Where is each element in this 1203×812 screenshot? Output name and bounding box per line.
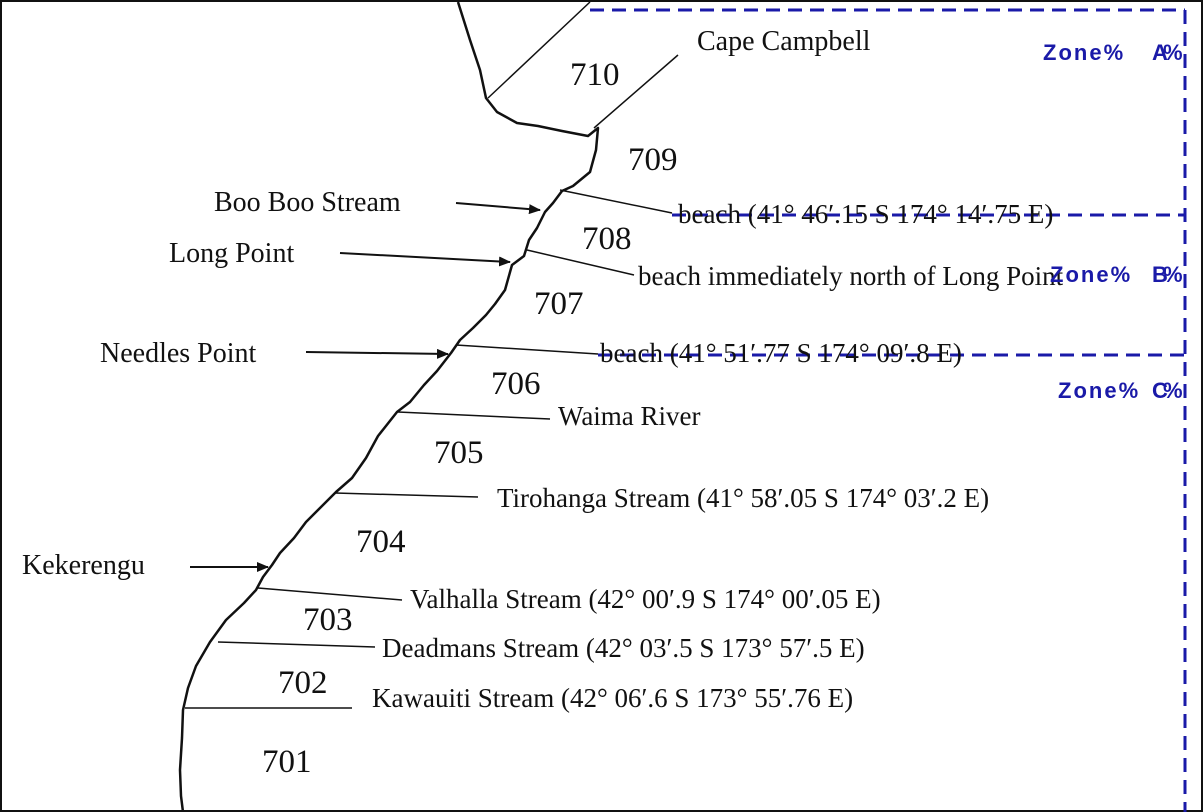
- zone-b-pct: %: [1111, 262, 1133, 287]
- boundary-line-703: [217, 641, 376, 648]
- area-704: 704: [356, 524, 406, 560]
- arrow-icon: [305, 348, 449, 359]
- zone-b-pct-right: %: [1163, 262, 1183, 287]
- zone-b-letter: B: [1152, 262, 1168, 287]
- boundary-line-705: [334, 492, 479, 498]
- label-boundary-706: Waima River: [558, 401, 701, 431]
- boundary-lines: [185, 1, 679, 709]
- label-long-point: Long Point: [169, 238, 294, 269]
- label-needles-point: Needles Point: [100, 338, 257, 369]
- zone-c-letter: C: [1152, 378, 1168, 403]
- label-boundary-703: Deadmans Stream (42° 03′.5 S 173° 57′.5 …: [382, 633, 865, 663]
- label-boundary-702: Kawauiti Stream (42° 06′.6 S 173° 55′.76…: [372, 683, 853, 713]
- area-701: 701: [262, 744, 312, 780]
- zone-c-pct-right: %: [1163, 378, 1183, 403]
- label-cape-campbell: Cape Campbell: [697, 26, 871, 57]
- boundary-line-706: [397, 411, 551, 420]
- area-708: 708: [582, 221, 632, 257]
- boundary-line-707: [455, 344, 599, 355]
- area-709: 709: [628, 142, 678, 178]
- area-707: 707: [534, 286, 584, 322]
- boundary-line-709-cape: [593, 54, 679, 129]
- boundary-line-704: [257, 587, 403, 601]
- zone-c-word: Zone: [1058, 378, 1119, 403]
- zone-a-label: Zone%: [1043, 40, 1125, 65]
- zone-lines: [590, 8, 1187, 812]
- zone-b-word: Zone: [1050, 262, 1111, 287]
- zone-c-label: Zone%: [1058, 378, 1140, 403]
- zone-c-pct: %: [1119, 378, 1141, 403]
- coastline: [178, 1, 600, 812]
- arrow-icon: [455, 202, 541, 215]
- pointer-arrows: [190, 202, 541, 572]
- boundary-line-709: [559, 189, 673, 214]
- area-710: 710: [570, 57, 620, 93]
- arrow-icon: [339, 252, 511, 267]
- label-boundary-707: beach (41° 51′.77 S 174° 09′.8 E): [600, 338, 962, 368]
- boundary-line-710: [487, 1, 591, 99]
- label-boundary-708: beach immediately north of Long Point: [638, 261, 1064, 291]
- zone-a-pct-right: %: [1163, 40, 1183, 65]
- label-boundary-709: beach (41° 46′.15 S 174° 14′.75 E): [678, 199, 1053, 229]
- area-706: 706: [491, 366, 541, 402]
- label-boundary-705: Tirohanga Stream (41° 58′.05 S 174° 03′.…: [497, 483, 989, 513]
- area-702: 702: [278, 665, 328, 701]
- zone-a-letter: A: [1152, 40, 1168, 65]
- area-705: 705: [434, 435, 484, 471]
- label-boundary-704: Valhalla Stream (42° 00′.9 S 174° 00′.05…: [410, 584, 881, 614]
- zone-b-label: Zone%: [1050, 262, 1132, 287]
- area-703: 703: [303, 602, 353, 638]
- zone-a-pct: %: [1104, 40, 1126, 65]
- label-kekerengu: Kekerengu: [22, 550, 145, 581]
- label-boo-boo-stream: Boo Boo Stream: [214, 187, 401, 218]
- zone-a-word: Zone: [1043, 40, 1104, 65]
- boundary-line-708: [526, 249, 635, 276]
